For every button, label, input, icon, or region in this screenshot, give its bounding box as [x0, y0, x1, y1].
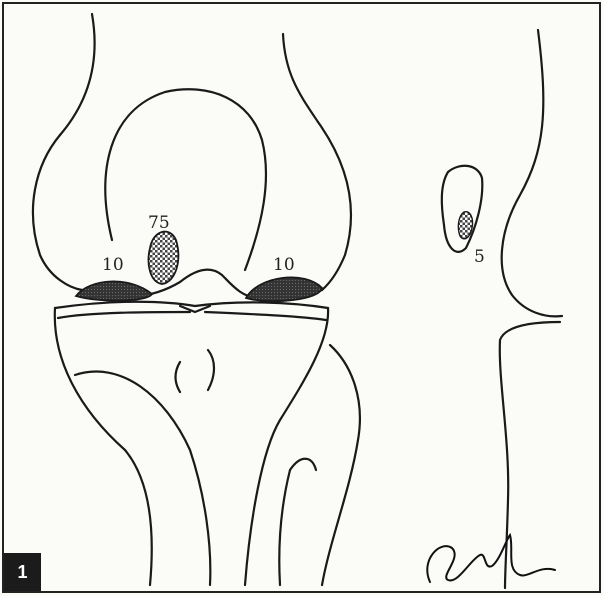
intercondylar-lesion — [149, 232, 179, 284]
label-medial-10: 10 — [102, 255, 124, 275]
label-patella-5: 5 — [474, 247, 485, 267]
label-lateral-10: 10 — [273, 255, 295, 275]
patella-lesion — [458, 212, 472, 239]
label-intercondylar-75: 75 — [148, 213, 170, 233]
figure-number-badge: 1 — [4, 553, 41, 591]
